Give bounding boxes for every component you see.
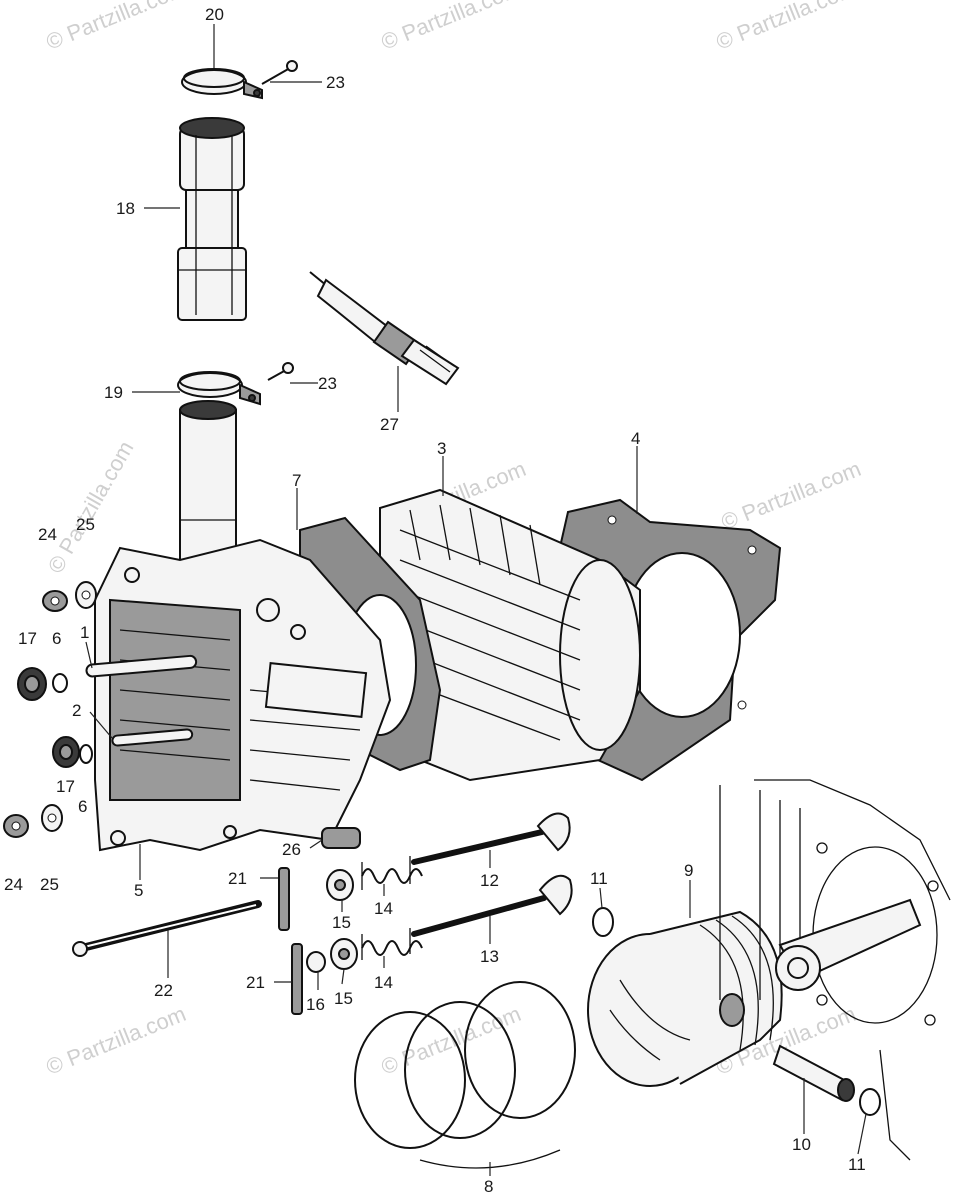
rocker-shaft: [85, 654, 198, 678]
lower-clamp-band: [177, 371, 261, 406]
washer-lower: [41, 804, 63, 832]
nut-lower: [3, 814, 29, 838]
label-part-27: 27: [380, 415, 399, 434]
label-part-16: 16: [306, 995, 325, 1014]
part-labels: 20 23 18 19 23 27 3 4 7 24 25 17 6 1 2 1…: [4, 5, 866, 1196]
label-part-17: 17: [18, 629, 37, 648]
piston: [587, 910, 783, 1087]
washer-upper: [75, 581, 97, 609]
cylinder: [379, 488, 641, 782]
label-part-14: 14: [374, 899, 393, 918]
label-part-6: 6: [78, 797, 87, 816]
label-part-22: 22: [154, 981, 173, 1000]
cylinder-head: [94, 538, 392, 852]
label-part-25: 25: [76, 515, 95, 534]
label-part-10: 10: [792, 1135, 811, 1154]
connecting-rod: [775, 898, 922, 991]
label-part-21: 21: [246, 973, 265, 992]
valve-cotter: [306, 951, 326, 973]
label-part-1: 1: [80, 623, 89, 642]
leader-lines: [85, 24, 867, 1176]
label-part-23: 23: [326, 73, 345, 92]
label-part-24: 24: [4, 875, 23, 894]
long-stud-bolt: [72, 900, 262, 957]
crankcase-outline: [719, 779, 951, 1161]
intake-valve: [411, 812, 571, 865]
dowel-pin: [321, 827, 361, 849]
label-part-3: 3: [437, 439, 446, 458]
label-part-17: 17: [56, 777, 75, 796]
piston-pin-clip-lower: [859, 1088, 881, 1116]
label-part-5: 5: [134, 881, 143, 900]
label-part-20: 20: [205, 5, 224, 24]
upper-clamp-band: [181, 68, 263, 100]
valve-retainer-upper: [326, 869, 354, 901]
o-ring-upper: [52, 673, 68, 693]
exhaust-valve: [411, 874, 573, 937]
watermark: © Partzilla.com: [713, 0, 860, 55]
valve-retainer-lower: [330, 938, 358, 970]
nut-upper: [42, 590, 68, 612]
label-part-11: 11: [848, 1155, 866, 1174]
label-part-14: 14: [374, 973, 393, 992]
stud-upper: [278, 867, 290, 931]
label-part-7: 7: [292, 471, 301, 490]
cap-nut-upper: [17, 667, 47, 701]
label-part-19: 19: [104, 383, 123, 402]
label-part-13: 13: [480, 947, 499, 966]
label-part-18: 18: [116, 199, 135, 218]
piston-pin-clip-upper: [592, 907, 614, 937]
valve-spring-upper: [361, 856, 423, 890]
label-part-9: 9: [684, 861, 693, 880]
upper-clamp-screw: [261, 60, 298, 85]
stud-lower: [291, 943, 303, 1015]
watermark: © Partzilla.com: [43, 1001, 190, 1080]
watermark: © Partzilla.com: [718, 456, 865, 535]
watermark: © Partzilla.com: [43, 0, 190, 55]
label-part-15: 15: [334, 989, 353, 1008]
label-part-11: 11: [590, 869, 608, 888]
watermark: © Partzilla.com: [378, 0, 525, 55]
label-part-6: 6: [52, 629, 61, 648]
label-part-25: 25: [40, 875, 59, 894]
intake-tube: [177, 117, 247, 321]
label-part-2: 2: [72, 701, 81, 720]
label-part-23: 23: [318, 374, 337, 393]
label-part-15: 15: [332, 913, 351, 932]
spark-plug: [309, 271, 460, 386]
cap-nut-lower: [52, 736, 80, 768]
piston-pin: [772, 1044, 855, 1102]
label-part-4: 4: [631, 429, 640, 448]
label-part-24: 24: [38, 525, 57, 544]
rocker-shaft-lower: [111, 728, 194, 747]
o-ring-lower: [79, 744, 93, 764]
label-part-8: 8: [484, 1177, 493, 1196]
label-part-26: 26: [282, 840, 301, 859]
valve-spring-lower: [361, 928, 423, 960]
label-part-21: 21: [228, 869, 247, 888]
label-part-12: 12: [480, 871, 499, 890]
lower-clamp-screw: [267, 362, 294, 381]
